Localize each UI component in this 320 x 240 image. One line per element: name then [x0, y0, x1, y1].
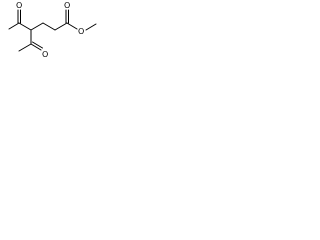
- bond-oxygen-to-methyl: [85, 23, 97, 31]
- oxygen-label-top-carbonyl: O: [16, 1, 22, 10]
- oxygen-label-ester-ether: O: [78, 27, 84, 36]
- oxygen-label-ester-carbonyl: O: [64, 1, 70, 10]
- bond-top-methyl: [8, 22, 20, 30]
- bond-ch-to-ch2: [30, 22, 44, 31]
- bond-ch2-to-ester-carbon: [54, 22, 68, 31]
- bond-ester-carbon-to-oxygen: [66, 22, 78, 30]
- bond-bottom-carbonyl-to-oxygen-1: [30, 43, 42, 51]
- oxygen-label-bottom-carbonyl: O: [42, 50, 48, 59]
- bond-bottom-methyl: [18, 43, 32, 52]
- bond-top-carbonyl-to-ch: [18, 22, 32, 31]
- bond-bottom-carbonyl-to-oxygen-2: [32, 41, 43, 49]
- bond-ch2-to-ch2: [42, 22, 56, 31]
- chemical-structure-diagram: O O O O: [8, 1, 97, 59]
